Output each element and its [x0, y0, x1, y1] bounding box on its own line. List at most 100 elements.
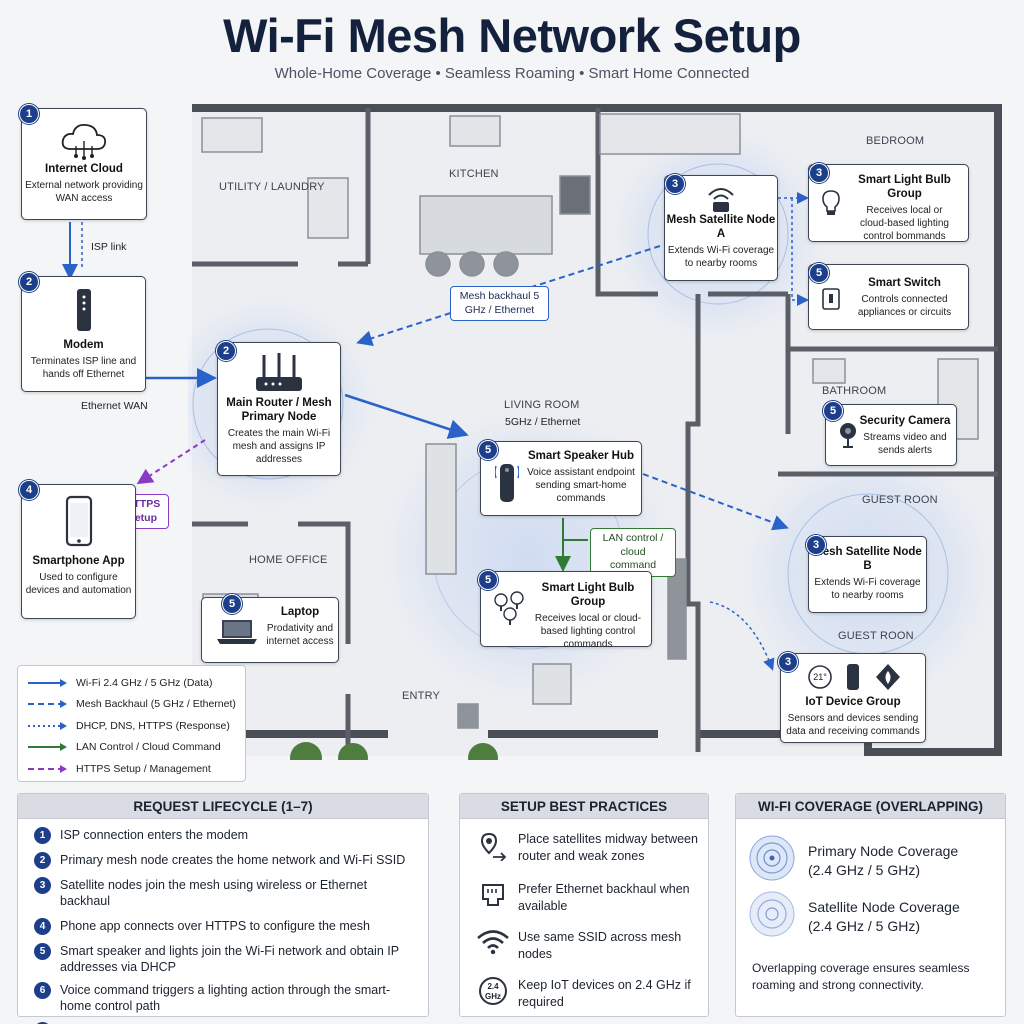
room-label-utility: UTILITY / LAUNDRY [219, 181, 325, 193]
modem-card[interactable]: 2 Modem Terminates ISP line and hands of… [19, 272, 146, 392]
step-number-badge: 5 [34, 942, 51, 960]
camera-icon [836, 421, 860, 454]
primary-coverage-text: Primary Node Coverage (2.4 GHz / 5 GHz) [808, 842, 958, 880]
iot-device-group-card[interactable]: 3 21° IoT Device Group Sensors and devic… [778, 652, 926, 743]
wifi-coverage-panel: WI-FI COVERAGE (OVERLAPPING) Primary Nod… [735, 793, 1006, 1017]
smartphone-app-card[interactable]: 4 Smartphone App Used to configure devic… [19, 480, 136, 619]
main-router-desc: Creates the main Wi-Fi mesh and assigns … [227, 427, 331, 465]
step-badge: 5 [478, 440, 498, 460]
modem-icon [22, 287, 145, 333]
step-badge: 3 [809, 163, 829, 183]
practice-item: Place satellites midway between router a… [468, 831, 700, 881]
bulb-group-mid-desc: Receives local or cloud-based lighting c… [534, 612, 642, 650]
security-camera-card[interactable]: 5 Security Camera Streams video and send… [823, 401, 957, 466]
best-practices-list: Place satellites midway between router a… [460, 819, 708, 1024]
speaker-icon [494, 458, 520, 511]
step-badge: 5 [222, 594, 242, 614]
legend-item: Mesh Backhaul (5 GHz / Ethernet) [26, 694, 237, 716]
satellite-coverage-icon [748, 890, 796, 943]
step-badge: 5 [809, 263, 829, 283]
legend-line-swatch [28, 743, 67, 752]
room-label-living: LIVING ROOM [504, 399, 580, 411]
step-number-badge: 4 [34, 917, 51, 935]
mesh-satellite-b-card[interactable]: 3 Mesh Satellite Node B Extends Wi-Fi co… [806, 535, 927, 613]
legend-label: Wi-Fi 2.4 GHz / 5 GHz (Data) [76, 676, 213, 689]
room-label-kitchen: KITCHEN [449, 168, 499, 180]
step-text: Lights respond and the app shows updated… [60, 1022, 376, 1024]
internet-cloud-desc: External network providing WAN access [25, 179, 143, 204]
iot-icon: 21° [781, 662, 925, 692]
lifecycle-step: 7Lights respond and the app shows update… [34, 1021, 414, 1024]
main-router-title: Main Router / Mesh Primary Node [226, 397, 332, 423]
smart-switch-card[interactable]: 5 Smart Switch Controls connected applia… [808, 263, 969, 330]
primary-coverage-band: (2.4 GHz / 5 GHz) [808, 861, 921, 878]
room-label-office: HOME OFFICE [249, 554, 328, 566]
practice-text: Prefer Ethernet backhaul when available [518, 882, 690, 913]
step-badge: 2 [216, 341, 236, 361]
legend-label: DHCP, DNS, HTTPS (Response) [76, 719, 230, 732]
smart-speaker-title: Smart Speaker Hub [527, 450, 635, 462]
legend-label: Mesh Backhaul (5 GHz / Ethernet) [76, 698, 236, 711]
step-badge: 2 [19, 272, 39, 292]
laptop-icon [216, 618, 258, 651]
iot-device-title: IoT Device Group [805, 696, 901, 708]
primary-coverage-title: Primary Node Coverage [808, 843, 959, 859]
phone-icon [22, 495, 135, 547]
practice-text: Keep IoT devices on 2.4 GHz if required [518, 978, 691, 1009]
legend-line-swatch [28, 721, 67, 730]
step-text: Voice command triggers a lighting action… [60, 983, 391, 1014]
lan-control-tag: LAN control / cloud command [590, 528, 676, 577]
mesh-satellite-a-card[interactable]: 3 Mesh Satellite Node A Extends Wi-Fi co… [664, 174, 778, 281]
bulb-icon [821, 189, 841, 222]
step-text: Smart speaker and lights join the Wi-Fi … [60, 943, 399, 974]
internet-cloud-title: Internet Cloud [45, 163, 123, 175]
satellite-icon [665, 184, 777, 214]
lifecycle-step: 5 Smart speaker and lights join the Wi-Fi… [34, 942, 414, 976]
step-text: Phone app connects over HTTPS to configu… [60, 918, 370, 933]
best-practices-title: SETUP BEST PRACTICES [460, 794, 708, 819]
room-label-bathroom: BATHROOM [822, 385, 887, 397]
request-lifecycle-title: REQUEST LIFECYCLE (1–7) [18, 794, 428, 819]
practice-item: Use same SSID across mesh nodes [468, 929, 700, 977]
band-icon: 2.4 GHz [468, 977, 518, 1005]
mesh-satellite-b-title: Mesh Satellite Node B [813, 546, 922, 572]
room-label-bedroom: BEDROOM [866, 135, 925, 147]
line-legend: Wi-Fi 2.4 GHz / 5 GHz (Data) Mesh Backhau… [17, 665, 246, 782]
switch-icon [821, 287, 841, 316]
main-router-card[interactable]: 2 Main Router / Mesh Primary Node Create… [216, 341, 341, 476]
mesh-satellite-a-title: Mesh Satellite Node A [666, 214, 776, 240]
practice-text: Use same SSID across mesh nodes [518, 930, 682, 961]
laptop-desc: Prodativity and internet access [266, 622, 334, 647]
iot-device-desc: Sensors and devices sending data and rec… [786, 712, 920, 737]
step-badge: 3 [778, 652, 798, 672]
svg-text:21°: 21° [813, 672, 827, 682]
step-text: ISP connection enters the modem [60, 828, 249, 842]
laptop-title: Laptop [280, 606, 320, 618]
internet-cloud-card[interactable]: 1 Internet Cloud External network provid… [19, 104, 147, 220]
smart-switch-title: Smart Switch [868, 277, 941, 289]
legend-line-swatch [28, 764, 67, 773]
mesh-satellite-b-desc: Extends Wi-Fi coverage to nearby rooms [814, 576, 921, 601]
smart-light-bulb-group-mid-card[interactable]: 5 Smart Light Bulb Group Receives local … [478, 570, 652, 650]
legend-line-swatch [28, 678, 67, 687]
smart-light-bulb-group-top-card[interactable]: 3 Smart Light Bulb Group Receives local … [808, 163, 969, 242]
ethernet-wan-label: Ethernet WAN [81, 400, 148, 412]
satellite-coverage-text: Satellite Node Coverage (2.4 GHz / 5 GHz… [808, 898, 960, 936]
smart-speaker-hub-card[interactable]: 5 Smart Speaker Hub Voice assistant endp… [478, 440, 642, 516]
room-label-guest-1: GUEST ROON [862, 494, 938, 506]
cloud-icon [22, 119, 146, 163]
laptop-card[interactable]: 5 Laptop Prodativity and internet access [201, 594, 339, 663]
step-badge: 1 [19, 104, 39, 124]
mesh-satellite-a-desc: Extends Wi-Fi coverage to nearby rooms [667, 244, 775, 269]
bulb-group-top-desc: Receives local or cloud-based lighting c… [860, 204, 949, 242]
practice-text: Place satellites midway between router a… [518, 832, 698, 863]
lifecycle-step: 4 Phone app connects over HTTPS to config… [34, 917, 414, 935]
step-badge: 3 [665, 174, 685, 194]
practice-item: 2.4 GHz Keep IoT devices on 2.4 GHz if r… [468, 977, 700, 1024]
legend-label: LAN Control / Cloud Command [76, 741, 221, 754]
primary-coverage-icon [748, 834, 796, 887]
legend-item: LAN Control / Cloud Command [26, 737, 237, 759]
step-number-badge: 2 [34, 852, 51, 869]
